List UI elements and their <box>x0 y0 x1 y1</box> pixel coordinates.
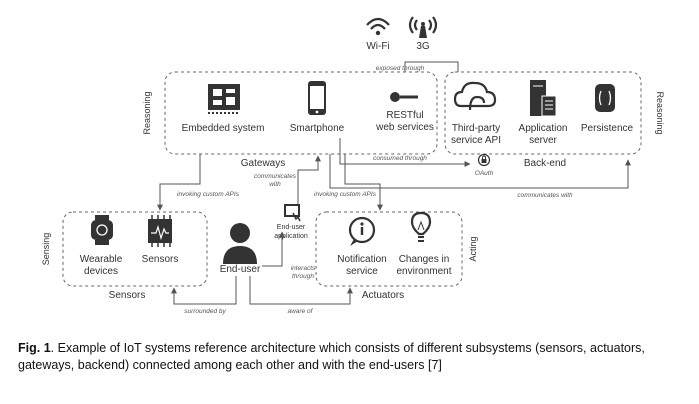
communicates-with-label: communicates with <box>517 192 573 199</box>
app-communicates-connector <box>297 155 321 204</box>
changes-label-line1: Changes in <box>399 254 450 265</box>
acting-label: Acting <box>468 236 478 261</box>
application-server-icon <box>530 80 557 117</box>
end-user-app-label-line2: application <box>274 233 308 240</box>
lock-icon <box>477 153 491 167</box>
persistence-label: Persistence <box>581 123 634 134</box>
embedded-system-icon <box>208 84 240 114</box>
invoking-actuators-connector <box>344 154 383 211</box>
wearable-label-line1: Wearable <box>80 254 123 265</box>
backend-group-label: Back-end <box>524 158 566 169</box>
consumed-through-connector <box>339 138 471 167</box>
figure-caption: Fig. 1. Example of IoT systems reference… <box>18 340 678 374</box>
sensing-label: Sensing <box>41 233 51 266</box>
smartphone-icon <box>308 81 326 115</box>
sensors-box <box>62 211 208 287</box>
actuators-group-label: Actuators <box>362 290 404 301</box>
sensors-group-label: Sensors <box>109 290 146 301</box>
smartwatch-icon <box>91 215 113 245</box>
figure-caption-text: . Example of IoT systems reference archi… <box>18 341 645 372</box>
notification-label-line2: service <box>346 266 378 277</box>
end-user-icon <box>223 223 257 264</box>
figure-label: Fig. 1 <box>18 341 51 355</box>
notification-label-line1: Notification <box>337 254 386 265</box>
wearable-label-line2: devices <box>84 266 118 277</box>
aware-of-connector <box>249 276 353 305</box>
exposed-through-label: exposed through <box>376 65 425 72</box>
iot-architecture-diagram: Wi-Fi 3G Gateways Embedded system Smartp… <box>41 16 665 315</box>
backend-box <box>444 71 642 155</box>
consumed-through-label: consumed through <box>373 155 427 162</box>
app-communicates-label-line2: with <box>269 181 281 188</box>
lightbulb-icon <box>410 211 432 242</box>
reasoning-left-label: Reasoning <box>142 91 152 134</box>
embedded-system-label: Embedded system <box>182 123 265 134</box>
gateways-group-label: Gateways <box>241 158 285 169</box>
actuators-box <box>315 211 463 287</box>
tablet-touch-icon <box>284 204 301 222</box>
reasoning-right-label: Reasoning <box>655 91 665 134</box>
end-user-label: End-user <box>220 264 261 275</box>
app-communicates-label-line1: communicates <box>254 173 297 180</box>
3g-label: 3G <box>416 41 430 52</box>
invoking-sensors-label: invoking custom APIs <box>177 191 240 198</box>
exposed-through-connector <box>404 61 459 72</box>
communicates-with-connector <box>329 154 631 189</box>
wifi-icon <box>366 17 390 36</box>
aware-of-label: aware of <box>288 308 314 315</box>
sensors-label: Sensors <box>142 254 179 265</box>
surrounded-by-connector <box>171 276 237 305</box>
wifi-label: Wi-Fi <box>366 41 389 52</box>
interacts-through-label-line2: through <box>292 273 314 280</box>
restful-connector-icon <box>390 92 418 102</box>
oauth-label: OAuth <box>475 170 494 177</box>
sensor-chip-icon <box>148 215 172 247</box>
restful-label-line1: RESTful <box>386 110 423 121</box>
third-party-label-line1: Third-party <box>452 123 500 134</box>
third-party-label-line2: service API <box>451 135 501 146</box>
application-server-label-line1: Application <box>519 123 568 134</box>
surrounded-by-label: surrounded by <box>184 308 226 315</box>
database-icon <box>595 84 615 112</box>
changes-label-line2: environment <box>396 266 451 277</box>
end-user-app-label-line1: End-user <box>277 224 306 231</box>
interacts-through-label-line1: interacts <box>291 265 316 272</box>
notification-bubble-icon <box>348 216 376 246</box>
interacts-through-connector <box>262 231 285 267</box>
invoking-actuators-label: invoking custom APIs <box>314 191 377 198</box>
gateways-box <box>164 71 438 155</box>
3g-antenna-icon <box>408 16 438 38</box>
application-server-label-line2: server <box>529 135 557 146</box>
cloud-api-icon <box>453 81 497 111</box>
smartphone-label: Smartphone <box>290 123 345 134</box>
invoking-sensors-connector <box>157 154 201 211</box>
restful-label-line2: web services <box>375 122 434 133</box>
